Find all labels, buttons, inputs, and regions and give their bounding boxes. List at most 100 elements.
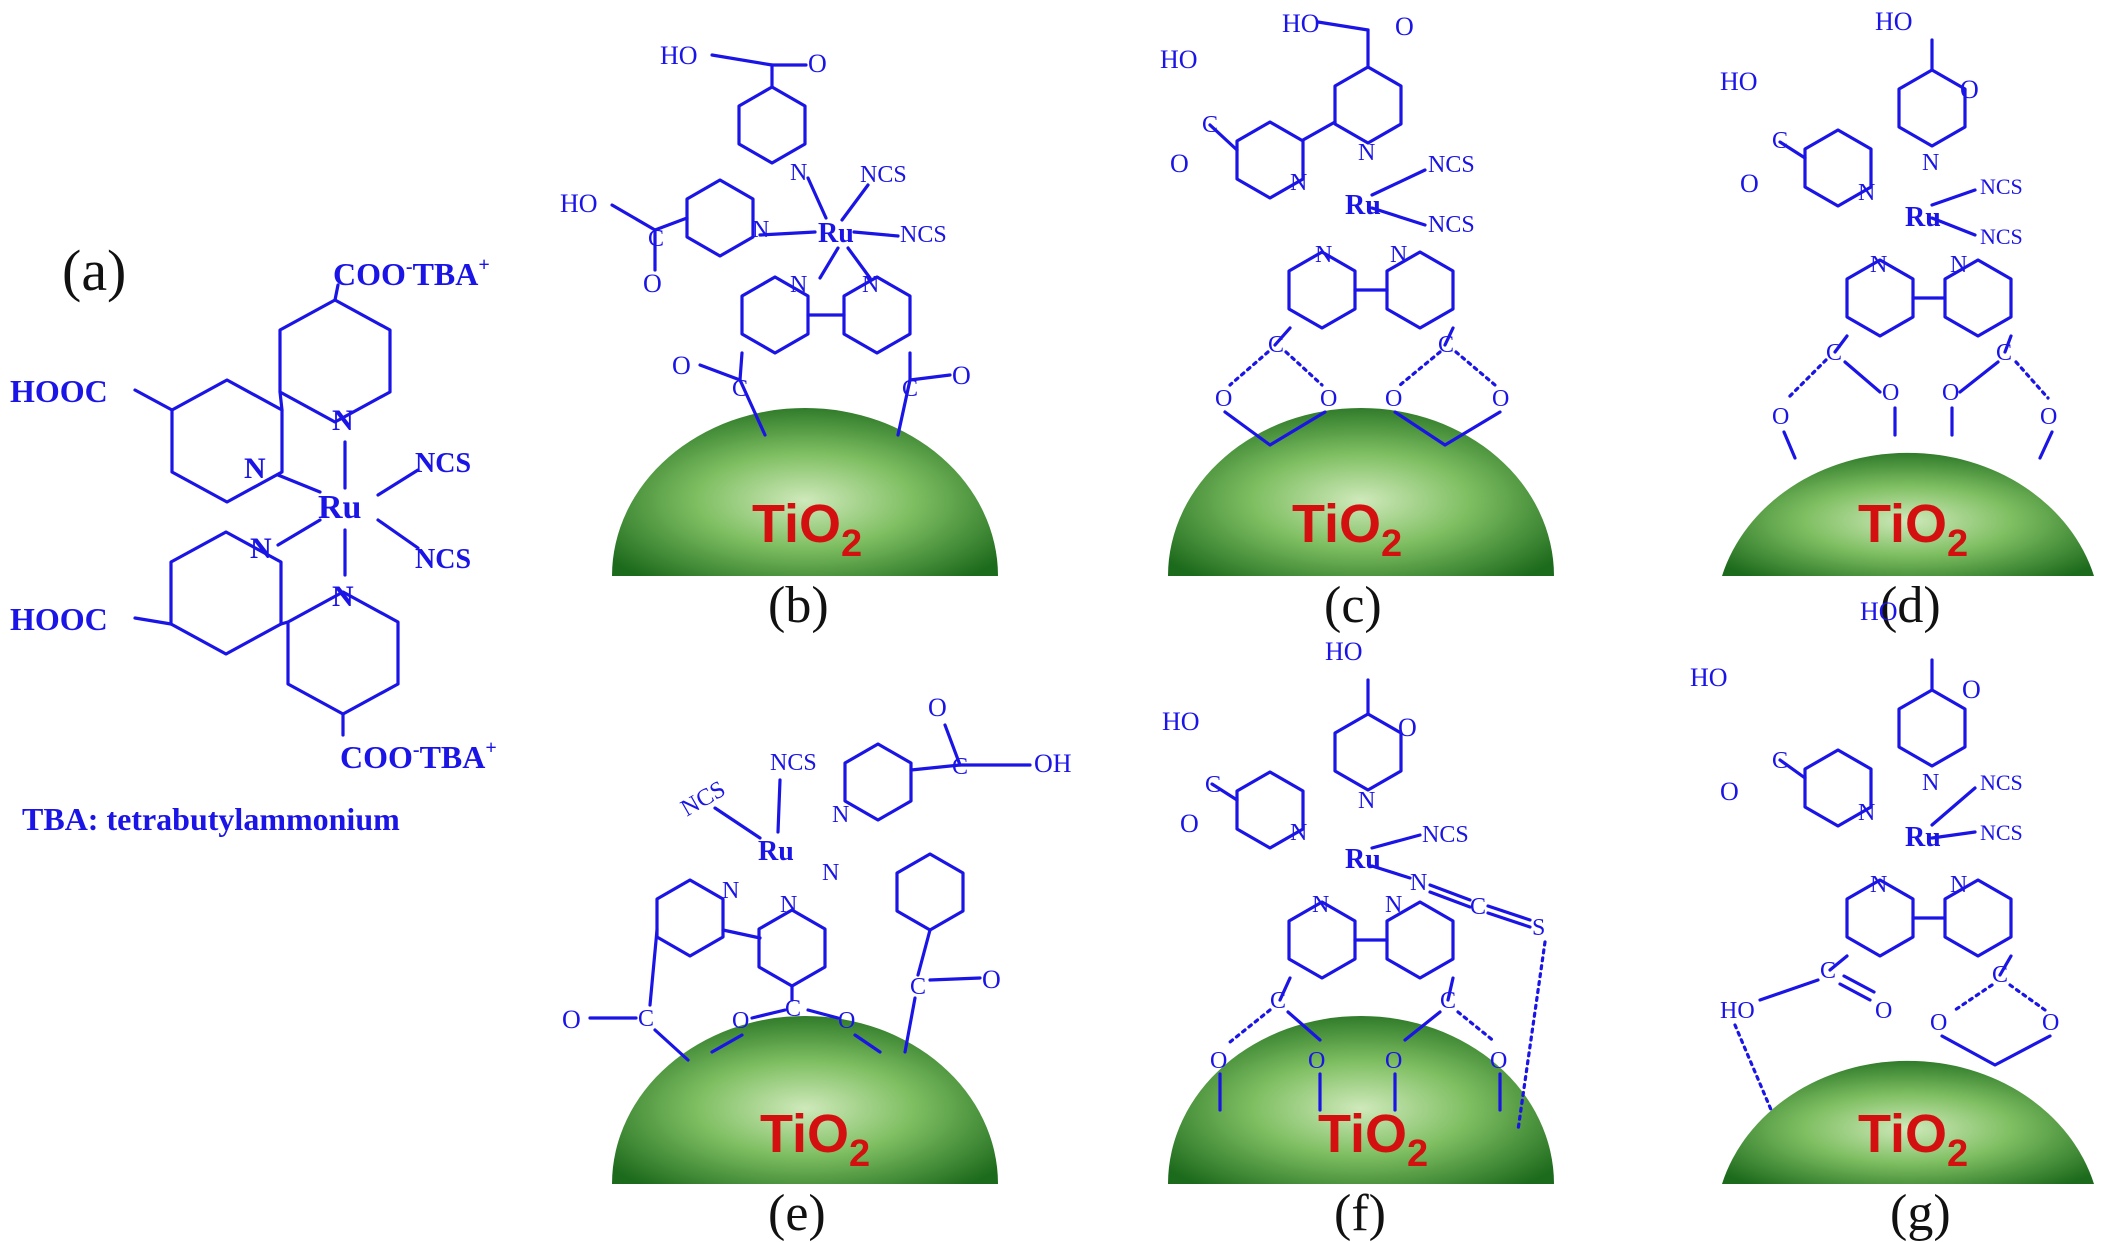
panel-label-b: (b) xyxy=(768,577,829,634)
ho-group: HO xyxy=(660,41,698,70)
oh-group: OH xyxy=(1034,749,1072,778)
n-atom: N xyxy=(332,580,354,613)
c-atom: C xyxy=(1772,748,1788,774)
o-atom: O xyxy=(1170,149,1189,178)
tio2-dome xyxy=(1168,1016,1554,1184)
o-atom: O xyxy=(1398,713,1417,742)
o-atom: O xyxy=(952,361,971,390)
o-atom: O xyxy=(928,693,947,722)
c-atom: C xyxy=(1992,962,2008,988)
ru-center: Ru xyxy=(1905,202,1941,233)
tba-footnote: TBA: tetrabutylammonium xyxy=(22,801,400,837)
ru-center: Ru xyxy=(758,836,794,867)
ho-group: HO xyxy=(1325,637,1363,666)
panel-e: O OH C Ru NCS NCS N N N N C O C O O C O … xyxy=(562,693,1072,1242)
o-atom: O xyxy=(1930,1010,1947,1036)
ncs-ligand: NCS xyxy=(1422,822,1469,848)
n-atom: N xyxy=(1858,800,1875,826)
ho-group: HO xyxy=(1690,663,1728,692)
o-atom: O xyxy=(1942,380,1959,406)
c-atom: C xyxy=(785,996,801,1022)
tio2-label: TiO2 xyxy=(760,1104,870,1175)
tio2-label: TiO2 xyxy=(1858,1104,1968,1175)
ru-center-a: Ru xyxy=(318,489,361,526)
n-atom: N xyxy=(1358,788,1375,814)
ncs-ligand: NCS xyxy=(860,162,907,188)
panel-label-c: (c) xyxy=(1324,577,1382,634)
panel-label-d: (d) xyxy=(1880,577,1941,634)
n-atom: N xyxy=(722,878,739,904)
o-atom: O xyxy=(1180,809,1199,838)
ncs-ligand: NCS xyxy=(1980,820,2023,845)
c-atom: C xyxy=(1438,332,1454,358)
panel-label-f: (f) xyxy=(1334,1185,1386,1242)
n-atom: N xyxy=(1290,820,1307,846)
c-atom: C xyxy=(952,754,968,780)
c-atom: C xyxy=(1268,332,1284,358)
n-atom: N xyxy=(1922,150,1939,176)
c-atom: C xyxy=(1205,772,1221,798)
o-atom: O xyxy=(2042,1010,2059,1036)
n-atom: N xyxy=(1922,770,1939,796)
panel-a: (a) Ru N N N N NCS NCS COO-TBA+ HOOC HOO… xyxy=(10,238,497,837)
tio2-dome xyxy=(1722,1060,2094,1184)
ho-group: HO xyxy=(1162,707,1200,736)
c-atom: C xyxy=(1996,340,2012,366)
cooh-group: HOOC xyxy=(10,601,108,637)
c-atom: C xyxy=(910,974,926,1000)
o-atom: O xyxy=(643,269,662,298)
o-atom: O xyxy=(732,1008,749,1034)
ho-group: HO xyxy=(1875,7,1913,36)
coo-tba-group: COO-TBA+ xyxy=(333,254,490,292)
tio2-label: TiO2 xyxy=(752,494,862,565)
tio2-label: TiO2 xyxy=(1318,1104,1428,1175)
n-atom: N xyxy=(1858,180,1875,206)
o-atom: O xyxy=(1492,386,1509,412)
tio2-dome xyxy=(612,1016,998,1184)
ho-group: HO xyxy=(560,189,598,218)
n-atom: N xyxy=(790,272,807,298)
n-atom: N xyxy=(752,217,769,243)
c-atom: C xyxy=(648,226,664,252)
o-atom: O xyxy=(562,1005,581,1034)
o-atom: O xyxy=(1490,1048,1507,1074)
tio2-dome xyxy=(1168,408,1554,576)
o-atom: O xyxy=(1875,998,1892,1024)
ru-center: Ru xyxy=(1345,844,1381,875)
o-atom: O xyxy=(1395,12,1414,41)
n-atom: N xyxy=(822,860,839,886)
n-atom: N xyxy=(1315,242,1332,268)
o-atom: O xyxy=(1962,675,1981,704)
n-atom: N xyxy=(1358,140,1375,166)
n-atom: N xyxy=(1950,872,1967,898)
o-atom: O xyxy=(1740,169,1759,198)
n-atom: N xyxy=(244,452,266,485)
c-atom: C xyxy=(638,1006,654,1032)
ncs-ligand: NCS xyxy=(900,222,947,248)
panel-label-a: (a) xyxy=(62,238,126,303)
ru-center: Ru xyxy=(818,218,854,249)
c-atom: C xyxy=(1440,988,1456,1014)
c-atom: C xyxy=(1820,958,1836,984)
n-atom: N xyxy=(1290,170,1307,196)
panel-label-g: (g) xyxy=(1890,1185,1951,1242)
n-atom: N xyxy=(1385,892,1402,918)
o-atom: O xyxy=(672,351,691,380)
ncs-ligand: NCS xyxy=(1980,174,2023,199)
tio2-label: TiO2 xyxy=(1292,494,1402,565)
c-atom: C xyxy=(732,376,748,402)
o-atom: O xyxy=(1772,404,1789,430)
tio2-label: TiO2 xyxy=(1858,494,1968,565)
coo-tba-group: COO-TBA+ xyxy=(340,737,497,775)
c-atom: C xyxy=(1270,988,1286,1014)
ho-group: HO xyxy=(1282,9,1320,38)
n-atom: N xyxy=(790,160,807,186)
ho-group: HO xyxy=(1720,67,1758,96)
ho-group: HO xyxy=(1160,45,1198,74)
n-atom: N xyxy=(780,892,797,918)
o-atom: O xyxy=(982,965,1001,994)
c-atom: C xyxy=(1470,894,1486,920)
ncs-ligand: NCS xyxy=(1980,224,2023,249)
n-atom: N xyxy=(1390,242,1407,268)
